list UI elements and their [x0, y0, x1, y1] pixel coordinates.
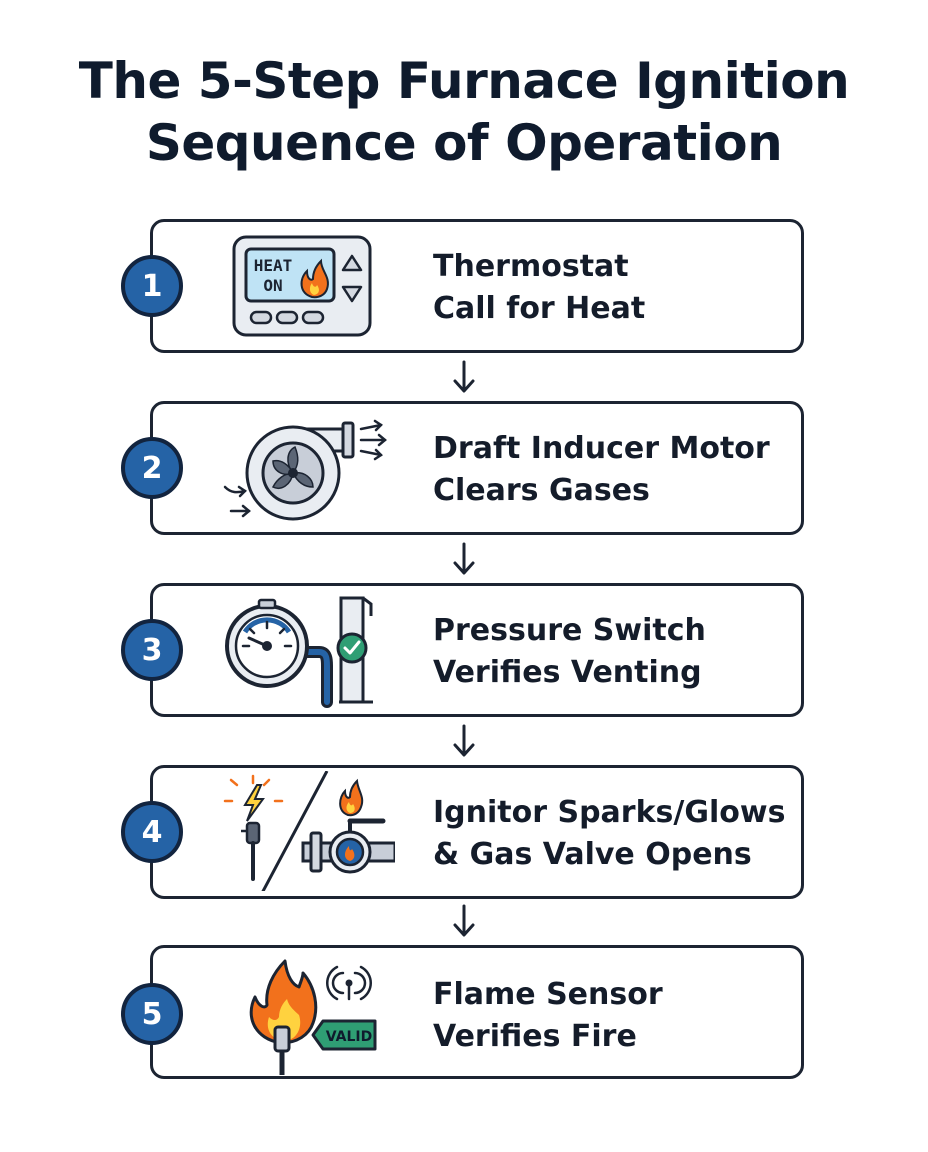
fan-icon [271, 445, 314, 489]
step-badge-5: 5 [121, 983, 183, 1045]
page-title: The 5-Step Furnace Ignition Sequence of … [0, 50, 928, 174]
flame-sensor-icon: VALID [249, 959, 377, 1075]
step-text-3: Pressure Switch Verifies Venting [433, 610, 803, 694]
step-text-1: Thermostat Call for Heat [433, 246, 803, 330]
inducer-motor-icon [223, 419, 387, 521]
step-1-line-2: Call for Heat [433, 291, 646, 326]
step-badge-3: 3 [121, 619, 183, 681]
arrow-down-icon [453, 360, 475, 393]
step-4-line-2: & Gas Valve Opens [433, 837, 752, 872]
step-5-line-1: Flame Sensor [433, 977, 663, 1012]
title-line-1: The 5-Step Furnace Ignition [78, 52, 850, 110]
thermostat-screen-heat: HEAT [254, 256, 293, 275]
arrow-down-icon [453, 904, 475, 937]
step-4-line-1: Ignitor Sparks/Glows [433, 795, 786, 830]
arrow-down-icon [453, 724, 475, 757]
pressure-switch-icon [225, 596, 373, 708]
step-1-line-1: Thermostat [433, 249, 629, 284]
step-2-line-1: Draft Inducer Motor [433, 431, 770, 466]
step-badge-2: 2 [121, 437, 183, 499]
thermostat-screen-on: ON [263, 276, 282, 295]
lightning-icon [243, 784, 265, 822]
check-badge-icon [336, 632, 368, 664]
thermostat-icon: HEAT ON [232, 235, 372, 337]
spark-icon [223, 774, 284, 803]
step-badge-4: 4 [121, 801, 183, 863]
step-text-4: Ignitor Sparks/Glows & Gas Valve Opens [433, 792, 803, 876]
step-3-line-1: Pressure Switch [433, 613, 706, 648]
step-text-2: Draft Inducer Motor Clears Gases [433, 428, 803, 512]
valid-tag: VALID [326, 1029, 372, 1045]
step-badge-1: 1 [121, 255, 183, 317]
arrow-down-icon [453, 542, 475, 575]
arrow-down-icon [341, 285, 363, 303]
arrow-up-icon [341, 254, 363, 272]
flame-icon [300, 258, 329, 299]
ignitor-gas-valve-icon [223, 771, 395, 891]
intake-air-icon [223, 485, 251, 518]
flame-icon [339, 778, 364, 817]
step-3-line-2: Verifies Venting [433, 655, 702, 690]
exhaust-air-icon [359, 419, 387, 461]
step-2-line-2: Clears Gases [433, 473, 650, 508]
step-5-line-2: Verifies Fire [433, 1019, 637, 1054]
step-text-5: Flame Sensor Verifies Fire [433, 974, 803, 1058]
title-line-2: Sequence of Operation [145, 114, 783, 172]
